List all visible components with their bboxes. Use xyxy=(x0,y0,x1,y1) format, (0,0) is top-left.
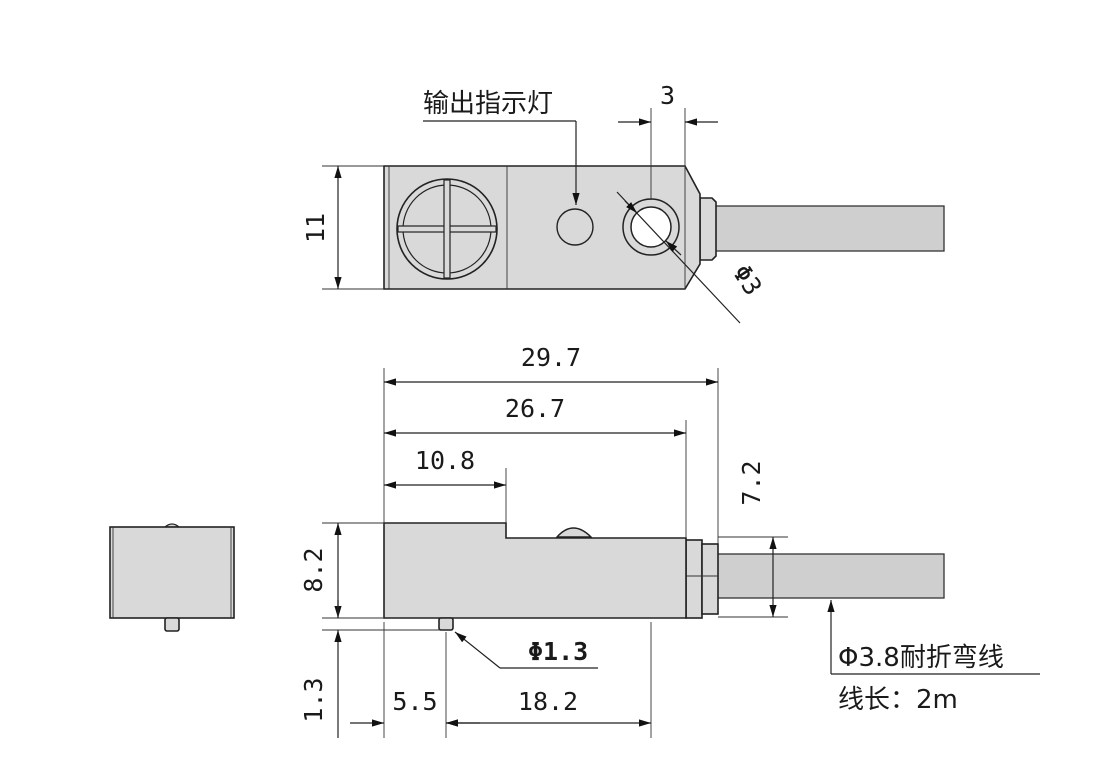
side-cable xyxy=(715,553,945,599)
cable-length-label: 线长：2m xyxy=(838,685,958,715)
top-strain-relief xyxy=(699,197,717,261)
dim-length-total: 29.7 xyxy=(521,343,581,372)
dim-pin-offset: 5.5 xyxy=(392,687,437,716)
dim-length-step: 10.8 xyxy=(415,446,475,475)
sensing-face-icon xyxy=(396,178,498,280)
dim-height-body: 8.2 xyxy=(299,547,328,592)
end-pin xyxy=(164,617,180,632)
dim-hole-dia: Φ3 xyxy=(727,259,768,300)
dim-hole-spacing: 3 xyxy=(660,81,675,110)
side-body xyxy=(383,522,687,619)
dim-pin-height: 1.3 xyxy=(299,677,328,722)
dim-height-top: 11 xyxy=(301,213,330,243)
indicator-led-icon xyxy=(556,208,594,246)
indicator-label: 输出指示灯 xyxy=(423,89,553,119)
top-cable xyxy=(711,205,945,252)
dim-length-body: 26.7 xyxy=(505,394,565,423)
side-pin xyxy=(438,617,454,631)
top-view: 输出指示灯 3 11 Φ3 xyxy=(301,81,945,324)
side-view: 29.7 26.7 10.8 8.2 7.2 1.3 xyxy=(299,343,1040,738)
pin-dia-leader xyxy=(454,631,501,669)
end-view xyxy=(109,523,235,632)
end-body xyxy=(109,526,235,619)
cable-spec-label: Φ3.8耐折弯线 xyxy=(838,643,1004,673)
dim-pin-span: 18.2 xyxy=(518,687,578,716)
dim-pin-dia: Φ1.3 xyxy=(528,637,588,666)
side-led-dome xyxy=(555,527,593,538)
dim-cable-height: 7.2 xyxy=(737,460,766,505)
side-strain-relief xyxy=(701,543,719,615)
